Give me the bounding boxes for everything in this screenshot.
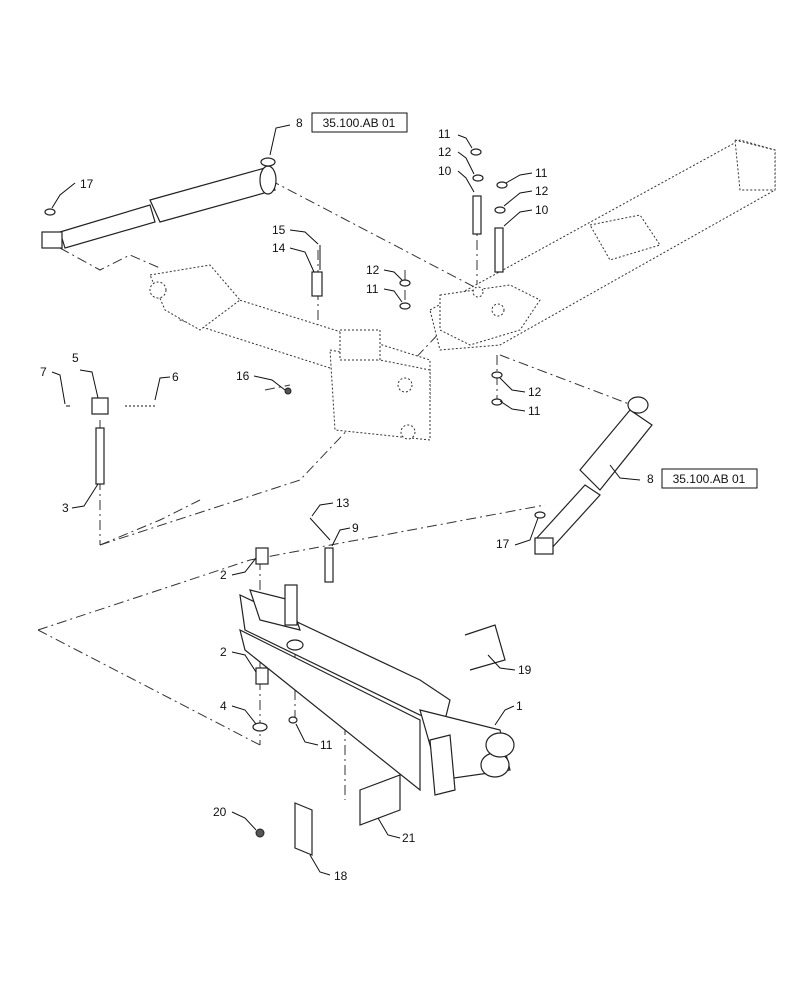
callout-6: 6: [172, 370, 179, 384]
callout-5: 5: [72, 351, 79, 365]
callout-2-upper: 2: [220, 568, 227, 582]
washer-17a: [44, 208, 56, 216]
washer-12b: [494, 206, 506, 214]
callout-4: 4: [220, 699, 227, 713]
callout-21: 21: [402, 831, 416, 845]
reference-box-upper[interactable]: 35.100.AB 01: [311, 112, 408, 133]
clip-11e: [288, 716, 298, 724]
callout-12-right: 12: [535, 184, 549, 198]
callout-12-low: 12: [528, 385, 542, 399]
callout-11-top: 11: [438, 127, 451, 141]
callout-3: 3: [62, 501, 69, 515]
callout-19: 19: [518, 663, 532, 677]
clip-11c: [399, 302, 411, 310]
callout-labels: 8 8 17 17 11 12 10 11 12 10 12 11 12 11 …: [40, 116, 654, 883]
callout-11-mid: 11: [366, 282, 379, 296]
callout-15: 15: [272, 223, 286, 237]
callout-leaders: [51, 124, 641, 876]
callout-8-lower: 8: [647, 472, 654, 486]
washer-12a: [472, 174, 484, 182]
reference-box-lower[interactable]: 35.100.AB 01: [661, 468, 758, 489]
hydraulic-cylinder-upper: [41, 157, 277, 249]
callout-10-right: 10: [535, 203, 549, 217]
callout-12-top: 12: [438, 145, 452, 159]
callout-11-low: 11: [528, 404, 541, 418]
hardware-parts: [44, 148, 546, 856]
hydraulic-cylinder-lower: [534, 396, 653, 555]
callout-11-bottom: 11: [320, 738, 333, 752]
washer-4: [252, 722, 268, 732]
callout-17-upper: 17: [80, 177, 94, 191]
reference-code-upper: 35.100.AB 01: [323, 116, 396, 130]
callout-9: 9: [352, 521, 359, 535]
callout-1: 1: [516, 699, 523, 713]
washer-12c: [399, 279, 411, 287]
reference-code-lower: 35.100.AB 01: [673, 472, 746, 486]
callout-13: 13: [336, 496, 350, 510]
tongue-drawbar: [239, 584, 515, 796]
callout-18: 18: [334, 869, 348, 883]
callout-20: 20: [213, 805, 227, 819]
callout-11-right: 11: [535, 166, 548, 180]
callout-10-left: 10: [438, 164, 452, 178]
callout-2-lower: 2: [220, 645, 227, 659]
callout-16: 16: [236, 369, 250, 383]
clip-11d: [491, 398, 503, 406]
callout-14: 14: [272, 241, 286, 255]
washer-12d: [491, 371, 503, 379]
callout-8-upper: 8: [296, 116, 303, 130]
callout-17-lower: 17: [496, 537, 510, 551]
clip-11b: [496, 181, 508, 189]
callout-7: 7: [40, 365, 47, 379]
clip-11a: [470, 148, 482, 156]
callout-12-mid: 12: [366, 263, 380, 277]
main-frame-reference: [149, 139, 776, 441]
washer-17b: [534, 511, 546, 519]
